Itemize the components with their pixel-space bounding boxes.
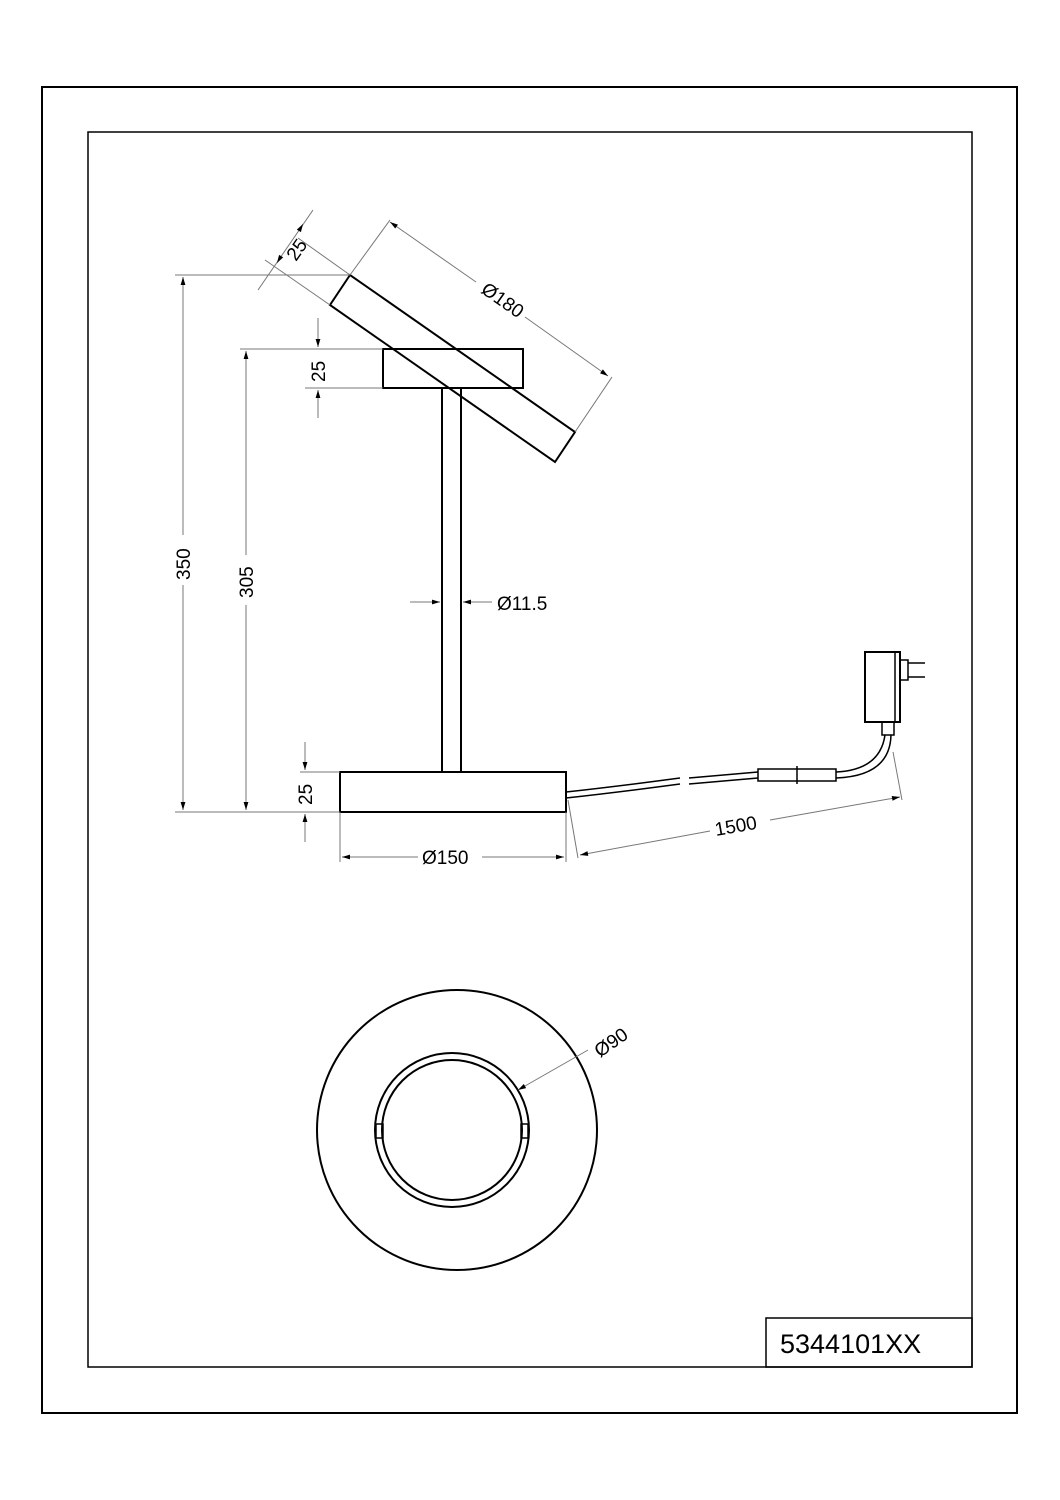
lamp-head xyxy=(328,273,577,464)
cable-length-label: 1500 xyxy=(713,813,758,841)
inner-frame xyxy=(87,131,973,1368)
top-cap xyxy=(382,348,524,389)
dim-base-height: 25 xyxy=(296,742,340,842)
power-cable xyxy=(565,721,895,799)
total-height-label: 350 xyxy=(174,548,195,580)
head-thickness-label: 25 xyxy=(283,236,312,265)
base-diameter-label: Ø150 xyxy=(422,848,468,869)
base-height-label: 25 xyxy=(296,784,317,805)
dim-total-height: 350 xyxy=(173,274,350,813)
stem-height-label: 305 xyxy=(237,566,258,598)
part-number: 5344101XX xyxy=(780,1329,921,1359)
power-adapter xyxy=(864,651,925,723)
dim-cap-height: 25 xyxy=(305,318,383,418)
outer-frame xyxy=(41,86,1018,1414)
dim-cable-length: 1500 xyxy=(567,751,903,859)
dim-stem-diameter: Ø11.5 xyxy=(410,594,547,615)
base xyxy=(339,771,567,813)
cap-height-label: 25 xyxy=(309,361,330,382)
dim-head-diameter: Ø180 xyxy=(349,219,613,433)
lamp-top-view: Ø90 xyxy=(316,989,632,1271)
dim-base-diameter: Ø150 xyxy=(339,812,567,869)
inner-ring-diameter-label: Ø90 xyxy=(591,1024,632,1062)
lamp-side-view xyxy=(328,273,577,813)
stem-diameter-label: Ø11.5 xyxy=(497,594,547,615)
dim-head-thickness: 25 xyxy=(257,209,351,306)
title-block xyxy=(765,1317,973,1368)
dim-stem-height: 305 xyxy=(236,348,383,810)
head-diameter-label: Ø180 xyxy=(477,279,527,323)
